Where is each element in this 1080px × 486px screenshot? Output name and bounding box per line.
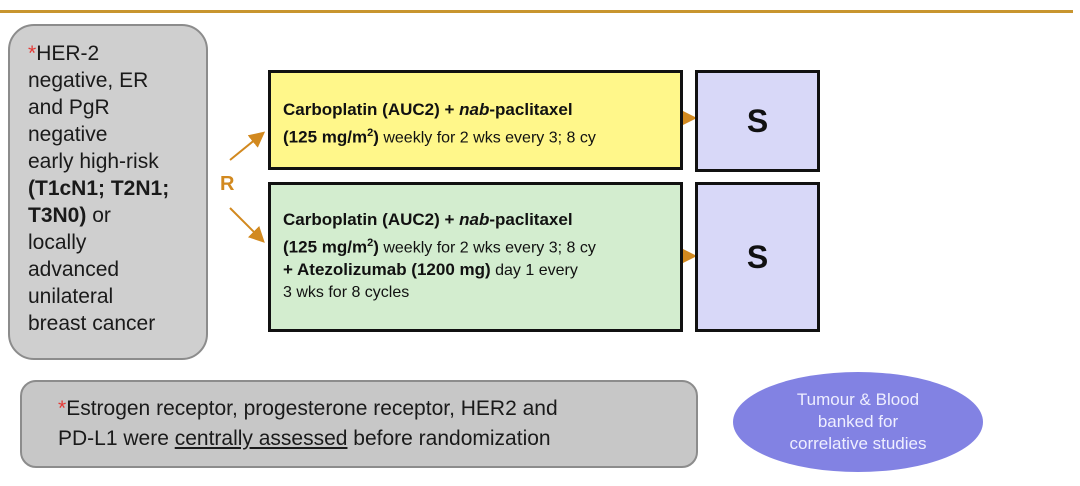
criteria-line: advanced xyxy=(28,258,120,281)
criteria-line: locally xyxy=(28,231,87,254)
biobank-line: Tumour & Blood xyxy=(796,390,920,409)
arm2-text: 3 wks for 8 cycles xyxy=(283,284,410,302)
treatment-arm-1: Carboplatin (AUC2) + nab-paclitaxel (125… xyxy=(268,70,683,170)
arm2-text: 2 xyxy=(367,237,374,249)
biobank-line: banked for xyxy=(817,412,899,431)
arm1-text: 2 xyxy=(367,127,374,139)
surgery-box-arm1: S xyxy=(695,70,820,172)
biobank-ellipse: Tumour & Blood banked for correlative st… xyxy=(733,372,983,472)
criteria-line: and PgR xyxy=(28,96,110,119)
arm1-dose-line: (125 mg/m2) weekly for 2 wks every 3; 8 … xyxy=(283,122,680,149)
eligibility-criteria-box: *HER-2 negative, ER and PgR negative ear… xyxy=(8,24,208,360)
criteria-line: T3N0) xyxy=(28,204,87,227)
arm2-atezolizumab-line: + Atezolizumab (1200 mg) day 1 every xyxy=(283,259,680,282)
arm2-text: day 1 every xyxy=(490,262,578,280)
footnote-text: PD-L1 were xyxy=(58,427,175,450)
arm1-text: weekly for 2 wks every 3; 8 cy xyxy=(378,129,596,147)
arm1-regimen-line: Carboplatin (AUC2) + nab-paclitaxel xyxy=(283,99,680,122)
arrow-to-arm2 xyxy=(229,207,265,243)
arm2-schedule-line: 3 wks for 8 cycles xyxy=(283,282,680,304)
criteria-line: (T1cN1; T2N1; xyxy=(28,177,170,200)
arm2-text: -paclitaxel xyxy=(489,210,573,229)
criteria-line: breast cancer xyxy=(28,312,156,335)
criteria-line: HER-2 xyxy=(36,42,100,65)
top-divider xyxy=(0,10,1073,13)
biobank-line: correlative studies xyxy=(789,434,927,453)
arm1-text: ) xyxy=(373,127,379,147)
arm1-text: Carboplatin (AUC2) + xyxy=(283,100,460,119)
footnote-underlined-text: centrally assessed xyxy=(174,427,348,450)
arm1-text: (125 mg/m xyxy=(283,127,368,147)
arm2-text: weekly for 2 wks every 3; 8 cy xyxy=(378,239,596,257)
arm2-text: Carboplatin (AUC2) + xyxy=(283,210,460,229)
arm2-text: ) xyxy=(373,237,379,257)
footnote-text: before randomization xyxy=(347,427,551,450)
randomization-label: R xyxy=(220,173,235,195)
treatment-arm-2: Carboplatin (AUC2) + nab-paclitaxel (125… xyxy=(268,182,683,332)
arm2-text: nab xyxy=(459,210,490,229)
criteria-line: early high-risk xyxy=(28,150,159,173)
arm1-text: -paclitaxel xyxy=(489,100,573,119)
footnote-line-1: Estrogen receptor, progesterone receptor… xyxy=(66,397,558,420)
arm2-text: (125 mg/m xyxy=(283,237,368,257)
arm2-regimen-line: Carboplatin (AUC2) + nab-paclitaxel xyxy=(283,209,680,232)
arrow-to-arm1 xyxy=(229,131,266,161)
arm1-text: nab xyxy=(459,100,490,119)
arm2-text: + Atezolizumab (1200 mg) xyxy=(283,260,491,280)
asterisk-mark: * xyxy=(28,42,37,65)
criteria-line: unilateral xyxy=(28,285,114,308)
arm2-dose-line: (125 mg/m2) weekly for 2 wks every 3; 8 … xyxy=(283,232,680,259)
asterisk-mark: * xyxy=(58,397,67,420)
footnote-box: *Estrogen receptor, progesterone recepto… xyxy=(20,380,698,468)
criteria-line: negative xyxy=(28,123,108,146)
surgery-box-arm2: S xyxy=(695,182,820,332)
criteria-line: or xyxy=(86,204,111,227)
criteria-line: negative, ER xyxy=(28,69,149,92)
